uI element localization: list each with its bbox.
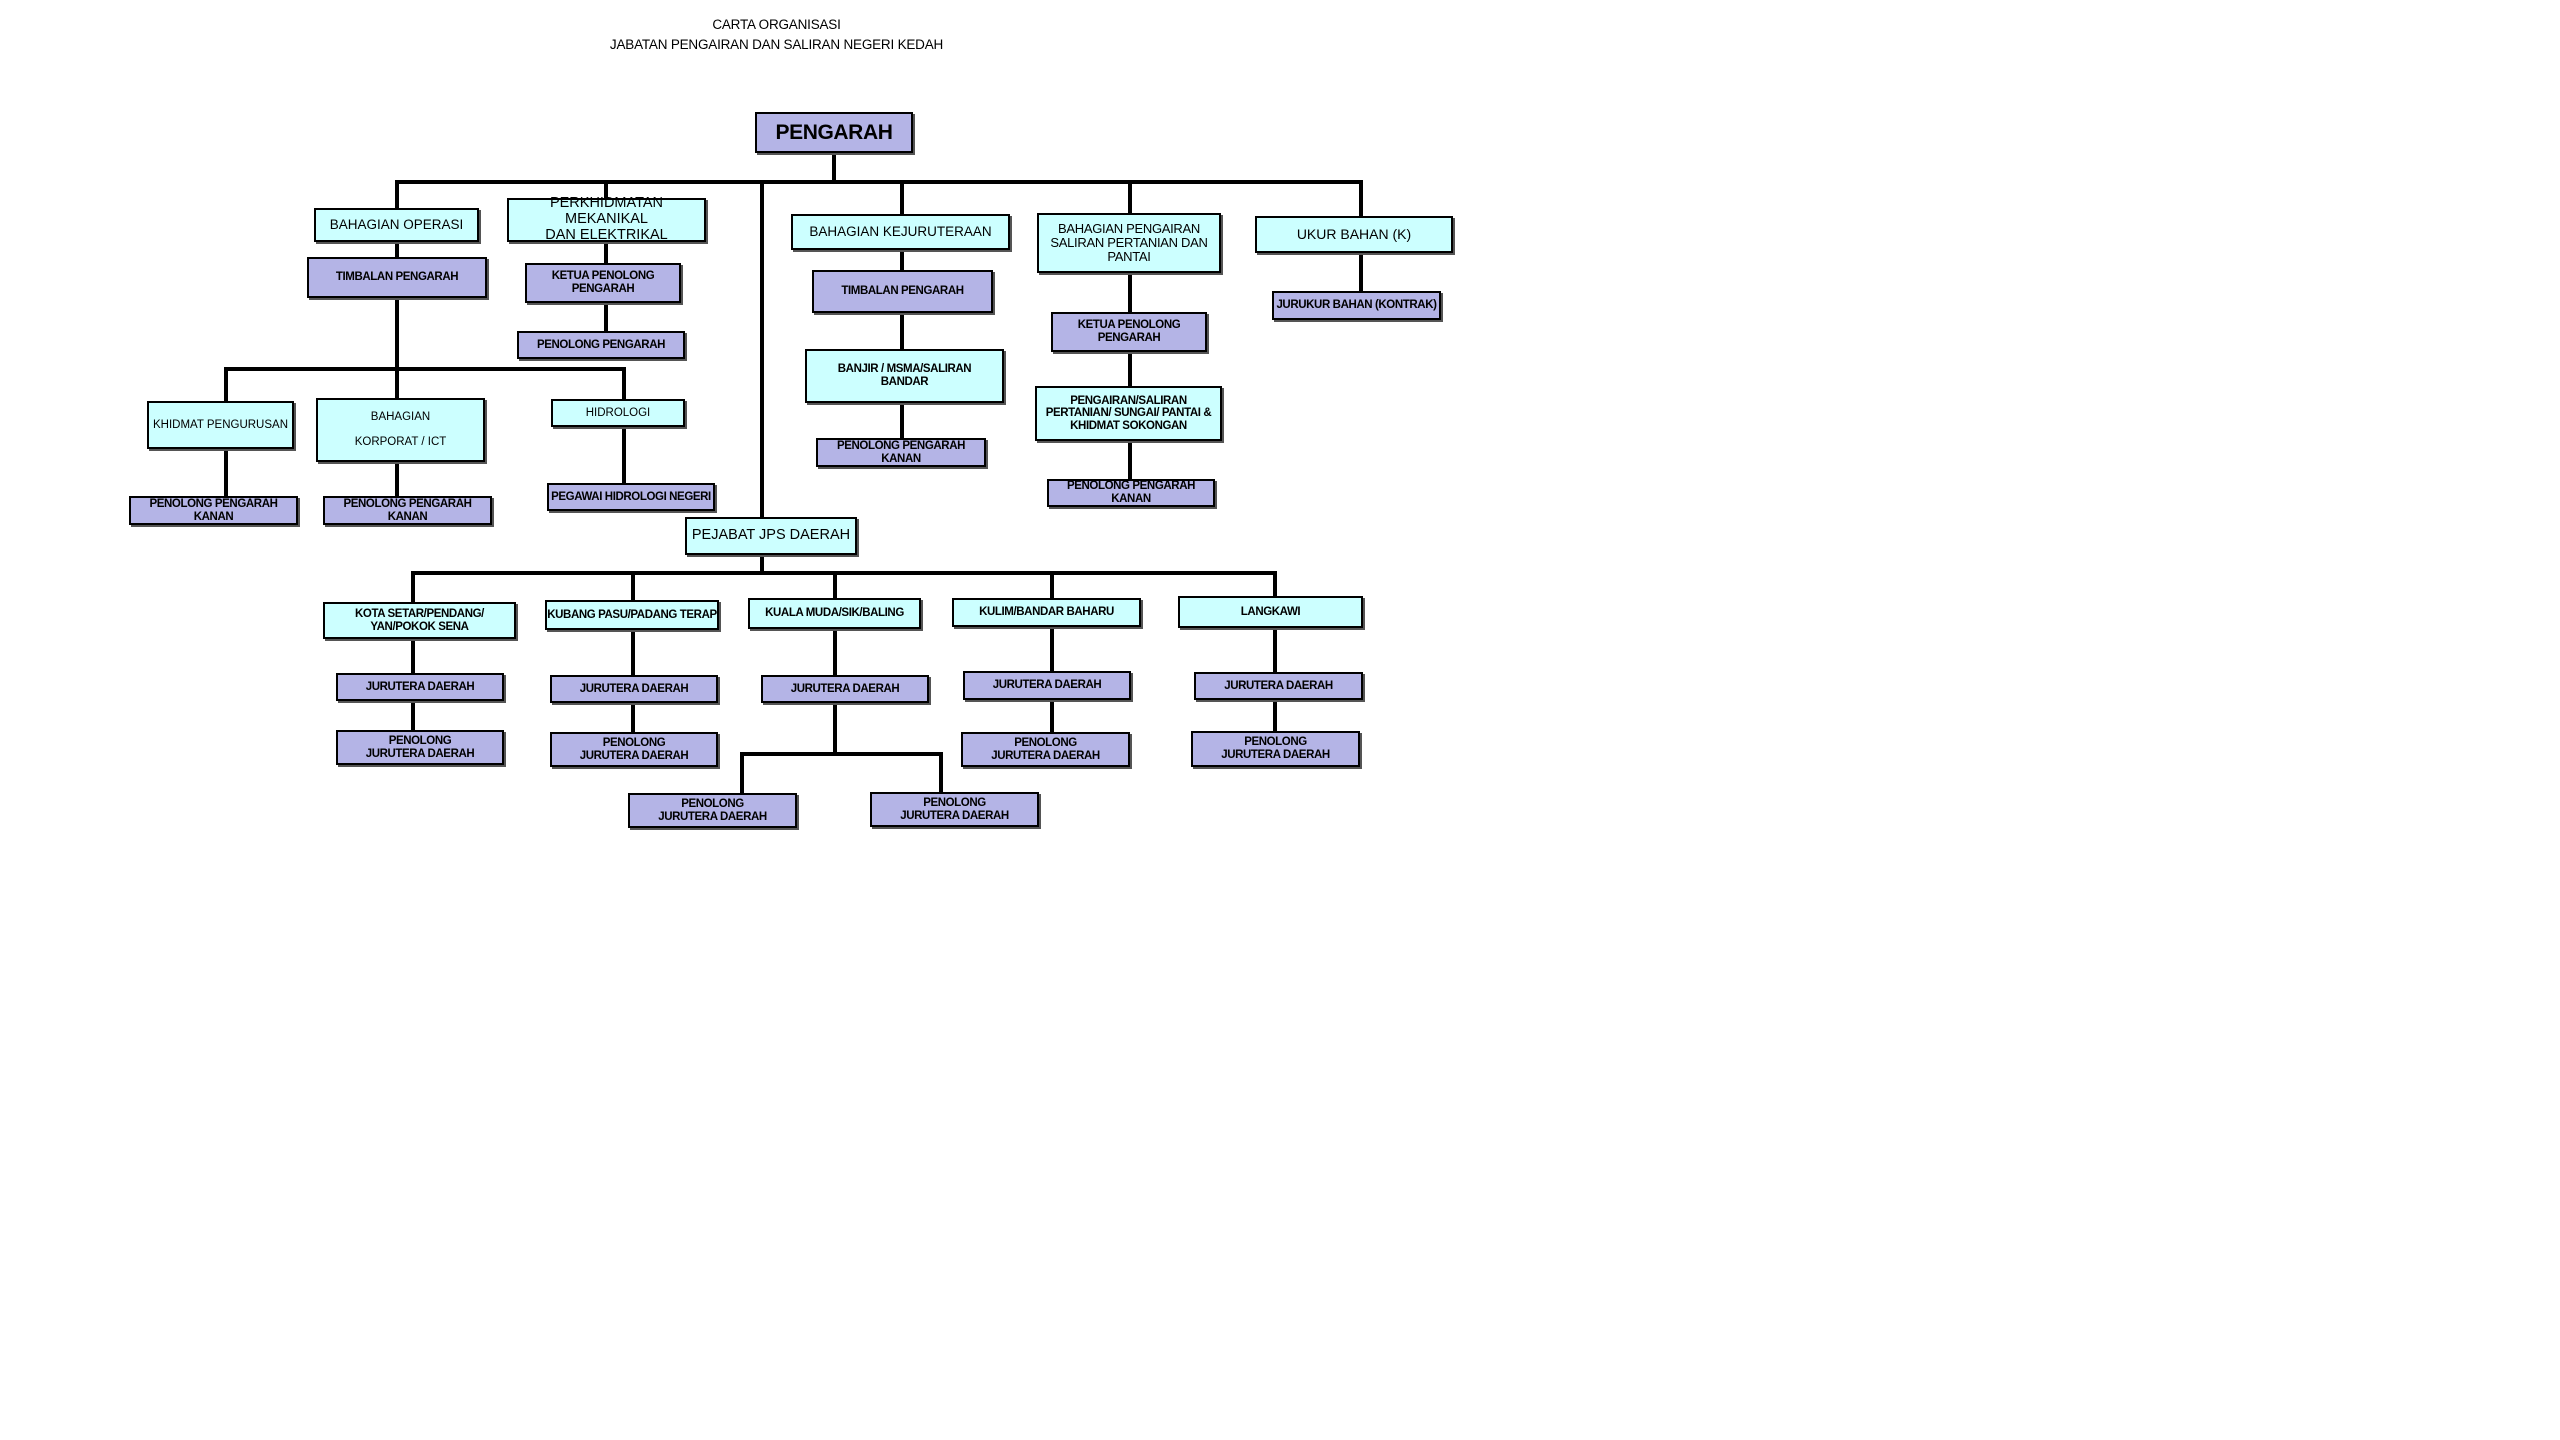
node-kota-setar-jurutera-daerah: JURUTERA DAERAH: [336, 673, 504, 701]
node-banjir-msma: BANJIR / MSMA/SALIRAN BANDAR: [805, 349, 1004, 403]
node-pengarah: PENGARAH: [755, 112, 913, 153]
node-kulim-jurutera-daerah: JURUTERA DAERAH: [963, 671, 1131, 700]
node-kuala-muda-penolong-jurutera-2: PENOLONG JURUTERA DAERAH: [870, 792, 1039, 827]
node-bahagian-operasi: BAHAGIAN OPERASI: [314, 208, 479, 242]
node-banjir-penolong-pengarah-kanan: PENOLONG PENGARAH KANAN: [816, 438, 986, 467]
node-kubang-pasu-penolong-jurutera: PENOLONG JURUTERA DAERAH: [550, 732, 718, 767]
node-langkawi-jurutera-daerah: JURUTERA DAERAH: [1194, 672, 1363, 700]
node-kuala-muda-penolong-jurutera-1: PENOLONG JURUTERA DAERAH: [628, 793, 797, 828]
node-daerah-kulim: KULIM/BANDAR BAHARU: [952, 598, 1141, 627]
node-kejuruteraan-timbalan-pengarah: TIMBALAN PENGARAH: [812, 270, 993, 313]
node-jurukur-bahan-kontrak: JURUKUR BAHAN (KONTRAK): [1272, 291, 1441, 320]
node-ict-penolong-pengarah-kanan: PENOLONG PENGARAH KANAN: [323, 496, 492, 525]
node-korporat-ict: BAHAGIAN KORPORAT / ICT: [316, 398, 485, 462]
node-operasi-timbalan-pengarah: TIMBALAN PENGARAH: [307, 257, 487, 298]
node-daerah-kubang-pasu: KUBANG PASU/PADANG TERAP: [545, 600, 719, 630]
node-daerah-kuala-muda: KUALA MUDA/SIK/BALING: [748, 598, 921, 629]
node-daerah-langkawi: LANGKAWI: [1178, 596, 1363, 628]
chart-subtitle: JABATAN PENGAIRAN DAN SALIRAN NEGERI KED…: [609, 37, 944, 52]
node-kota-setar-penolong-jurutera: PENOLONG JURUTERA DAERAH: [336, 730, 504, 765]
node-perkhidmatan-mekanikal: PERKHIDMATAN MEKANIKAL DAN ELEKTRIKAL: [507, 195, 706, 243]
node-bahagian-kejuruteraan: BAHAGIAN KEJURUTERAAN: [791, 214, 1010, 250]
node-kubang-pasu-jurutera-daerah: JURUTERA DAERAH: [550, 675, 718, 703]
node-pengairan-saliran-unit: PENGAIRAN/SALIRAN PERTANIAN/ SUNGAI/ PAN…: [1035, 386, 1222, 441]
node-khidmat-pengurusan: KHIDMAT PENGURUSAN: [147, 401, 294, 449]
chart-title: CARTA ORGANISASI: [712, 17, 841, 32]
node-kulim-penolong-jurutera: PENOLONG JURUTERA DAERAH: [961, 732, 1130, 767]
node-pengairan-penolong-pengarah-kanan: PENOLONG PENGARAH KANAN: [1047, 479, 1215, 507]
org-chart: CARTA ORGANISASI JABATAN PENGAIRAN DAN S…: [0, 0, 1553, 874]
node-pegawai-hidrologi-negeri: PEGAWAI HIDROLOGI NEGERI: [547, 483, 715, 511]
node-ukur-bahan: UKUR BAHAN (K): [1255, 216, 1453, 253]
node-langkawi-penolong-jurutera: PENOLONG JURUTERA DAERAH: [1191, 731, 1360, 767]
node-bahagian-pengairan: BAHAGIAN PENGAIRAN SALIRAN PERTANIAN DAN…: [1037, 213, 1221, 273]
node-mekanikal-ketua-penolong-pengarah: KETUA PENOLONG PENGARAH: [525, 263, 681, 303]
node-mekanikal-penolong-pengarah: PENOLONG PENGARAH: [517, 331, 685, 359]
node-pejabat-jps-daerah: PEJABAT JPS DAERAH: [685, 517, 857, 555]
node-khidmat-penolong-pengarah-kanan: PENOLONG PENGARAH KANAN: [129, 496, 298, 525]
node-kuala-muda-jurutera-daerah: JURUTERA DAERAH: [761, 675, 929, 703]
node-daerah-kota-setar: KOTA SETAR/PENDANG/ YAN/POKOK SENA: [323, 602, 516, 639]
node-pengairan-ketua-penolong-pengarah: KETUA PENOLONG PENGARAH: [1051, 312, 1207, 352]
connector-lines: [224, 150, 1363, 795]
node-hidrologi: HIDROLOGI: [551, 399, 685, 427]
